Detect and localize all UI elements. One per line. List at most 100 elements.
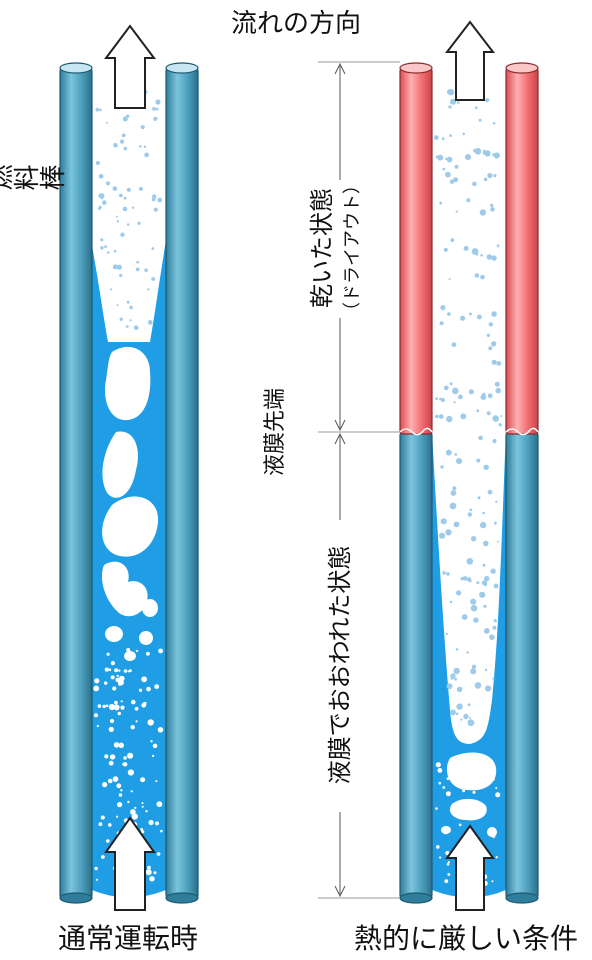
bubble <box>141 830 145 834</box>
bubble <box>155 107 159 111</box>
bubble <box>496 244 500 248</box>
bubble <box>483 177 488 182</box>
bubble <box>477 314 482 320</box>
bubble <box>99 108 102 112</box>
bubble <box>456 590 462 596</box>
bubble <box>460 718 463 721</box>
bubble <box>480 394 487 400</box>
bubble <box>122 206 128 212</box>
bubble <box>118 682 122 686</box>
bubble <box>445 449 452 456</box>
bubble <box>120 789 123 792</box>
bubble <box>446 415 453 423</box>
bubble <box>157 197 163 203</box>
bubble <box>438 414 444 419</box>
bubble <box>479 209 487 216</box>
bubble <box>137 221 141 225</box>
bubble <box>456 703 463 710</box>
bubble <box>444 830 448 835</box>
bubble <box>121 133 126 138</box>
bubble <box>102 782 108 788</box>
bubble <box>145 869 152 876</box>
bubble <box>130 790 133 793</box>
bubble <box>95 161 100 165</box>
bubble <box>445 632 449 635</box>
right-vapor-bubbles <box>433 88 503 727</box>
bubble <box>450 238 455 243</box>
bubble <box>98 173 104 179</box>
bubble <box>442 571 446 575</box>
bubble <box>435 414 439 419</box>
bubble <box>104 245 107 249</box>
bubble <box>454 164 459 169</box>
bubble <box>478 685 481 688</box>
bubble <box>94 866 98 871</box>
bubble <box>96 724 99 728</box>
bubble <box>156 852 161 856</box>
bubble <box>468 389 474 395</box>
bubble <box>138 688 143 692</box>
bubble <box>455 712 459 716</box>
bubble <box>147 719 154 726</box>
bubble <box>478 435 483 441</box>
bubble <box>120 232 125 237</box>
bubble <box>482 511 486 515</box>
bubble <box>460 315 466 321</box>
bubble <box>102 704 106 709</box>
bubble <box>129 319 132 322</box>
bubble <box>467 719 475 727</box>
bubble <box>131 206 135 209</box>
bubble <box>442 167 446 171</box>
bubble <box>466 577 472 582</box>
bubble <box>462 576 468 581</box>
bubble <box>488 346 493 351</box>
bubble <box>444 879 449 883</box>
bubble <box>493 152 500 159</box>
bubble <box>457 101 460 104</box>
bubble <box>443 385 449 391</box>
bubble <box>477 782 481 786</box>
bubble <box>135 720 138 723</box>
bubble <box>94 713 98 718</box>
bubble <box>485 98 489 103</box>
bubble <box>126 648 131 652</box>
bubble <box>120 705 125 710</box>
bubble <box>491 359 497 365</box>
up-arrow-icon <box>444 20 496 101</box>
bubble <box>445 529 452 536</box>
bubble <box>127 800 130 804</box>
bubble <box>443 247 448 252</box>
bubble <box>136 326 139 329</box>
bubble <box>440 518 447 525</box>
bubble <box>112 264 118 270</box>
bubble <box>445 850 450 856</box>
bubble <box>496 387 501 392</box>
bubble <box>480 254 483 257</box>
bubble <box>119 139 125 144</box>
bubble <box>476 458 481 463</box>
bubble <box>496 540 499 543</box>
bubble <box>104 667 109 672</box>
up-arrow-icon <box>104 816 156 911</box>
bubble <box>147 288 150 291</box>
bubble <box>442 786 446 789</box>
bubble <box>106 839 110 843</box>
dryout-label: （ドライアウト） <box>342 176 363 320</box>
bubble <box>466 651 469 654</box>
bubble <box>468 312 472 316</box>
bubble <box>490 203 494 208</box>
bubble <box>114 668 119 673</box>
bubble <box>437 154 444 161</box>
bubble <box>479 771 485 776</box>
bubble <box>93 685 100 692</box>
bubble <box>155 780 158 783</box>
bubble <box>466 198 471 203</box>
bubble <box>493 174 497 178</box>
bubble <box>435 807 438 810</box>
bubble <box>100 246 104 250</box>
bubble <box>472 181 477 187</box>
bubble <box>487 172 493 179</box>
bubble <box>108 668 112 672</box>
bubble <box>439 532 446 539</box>
bubble <box>456 458 463 465</box>
